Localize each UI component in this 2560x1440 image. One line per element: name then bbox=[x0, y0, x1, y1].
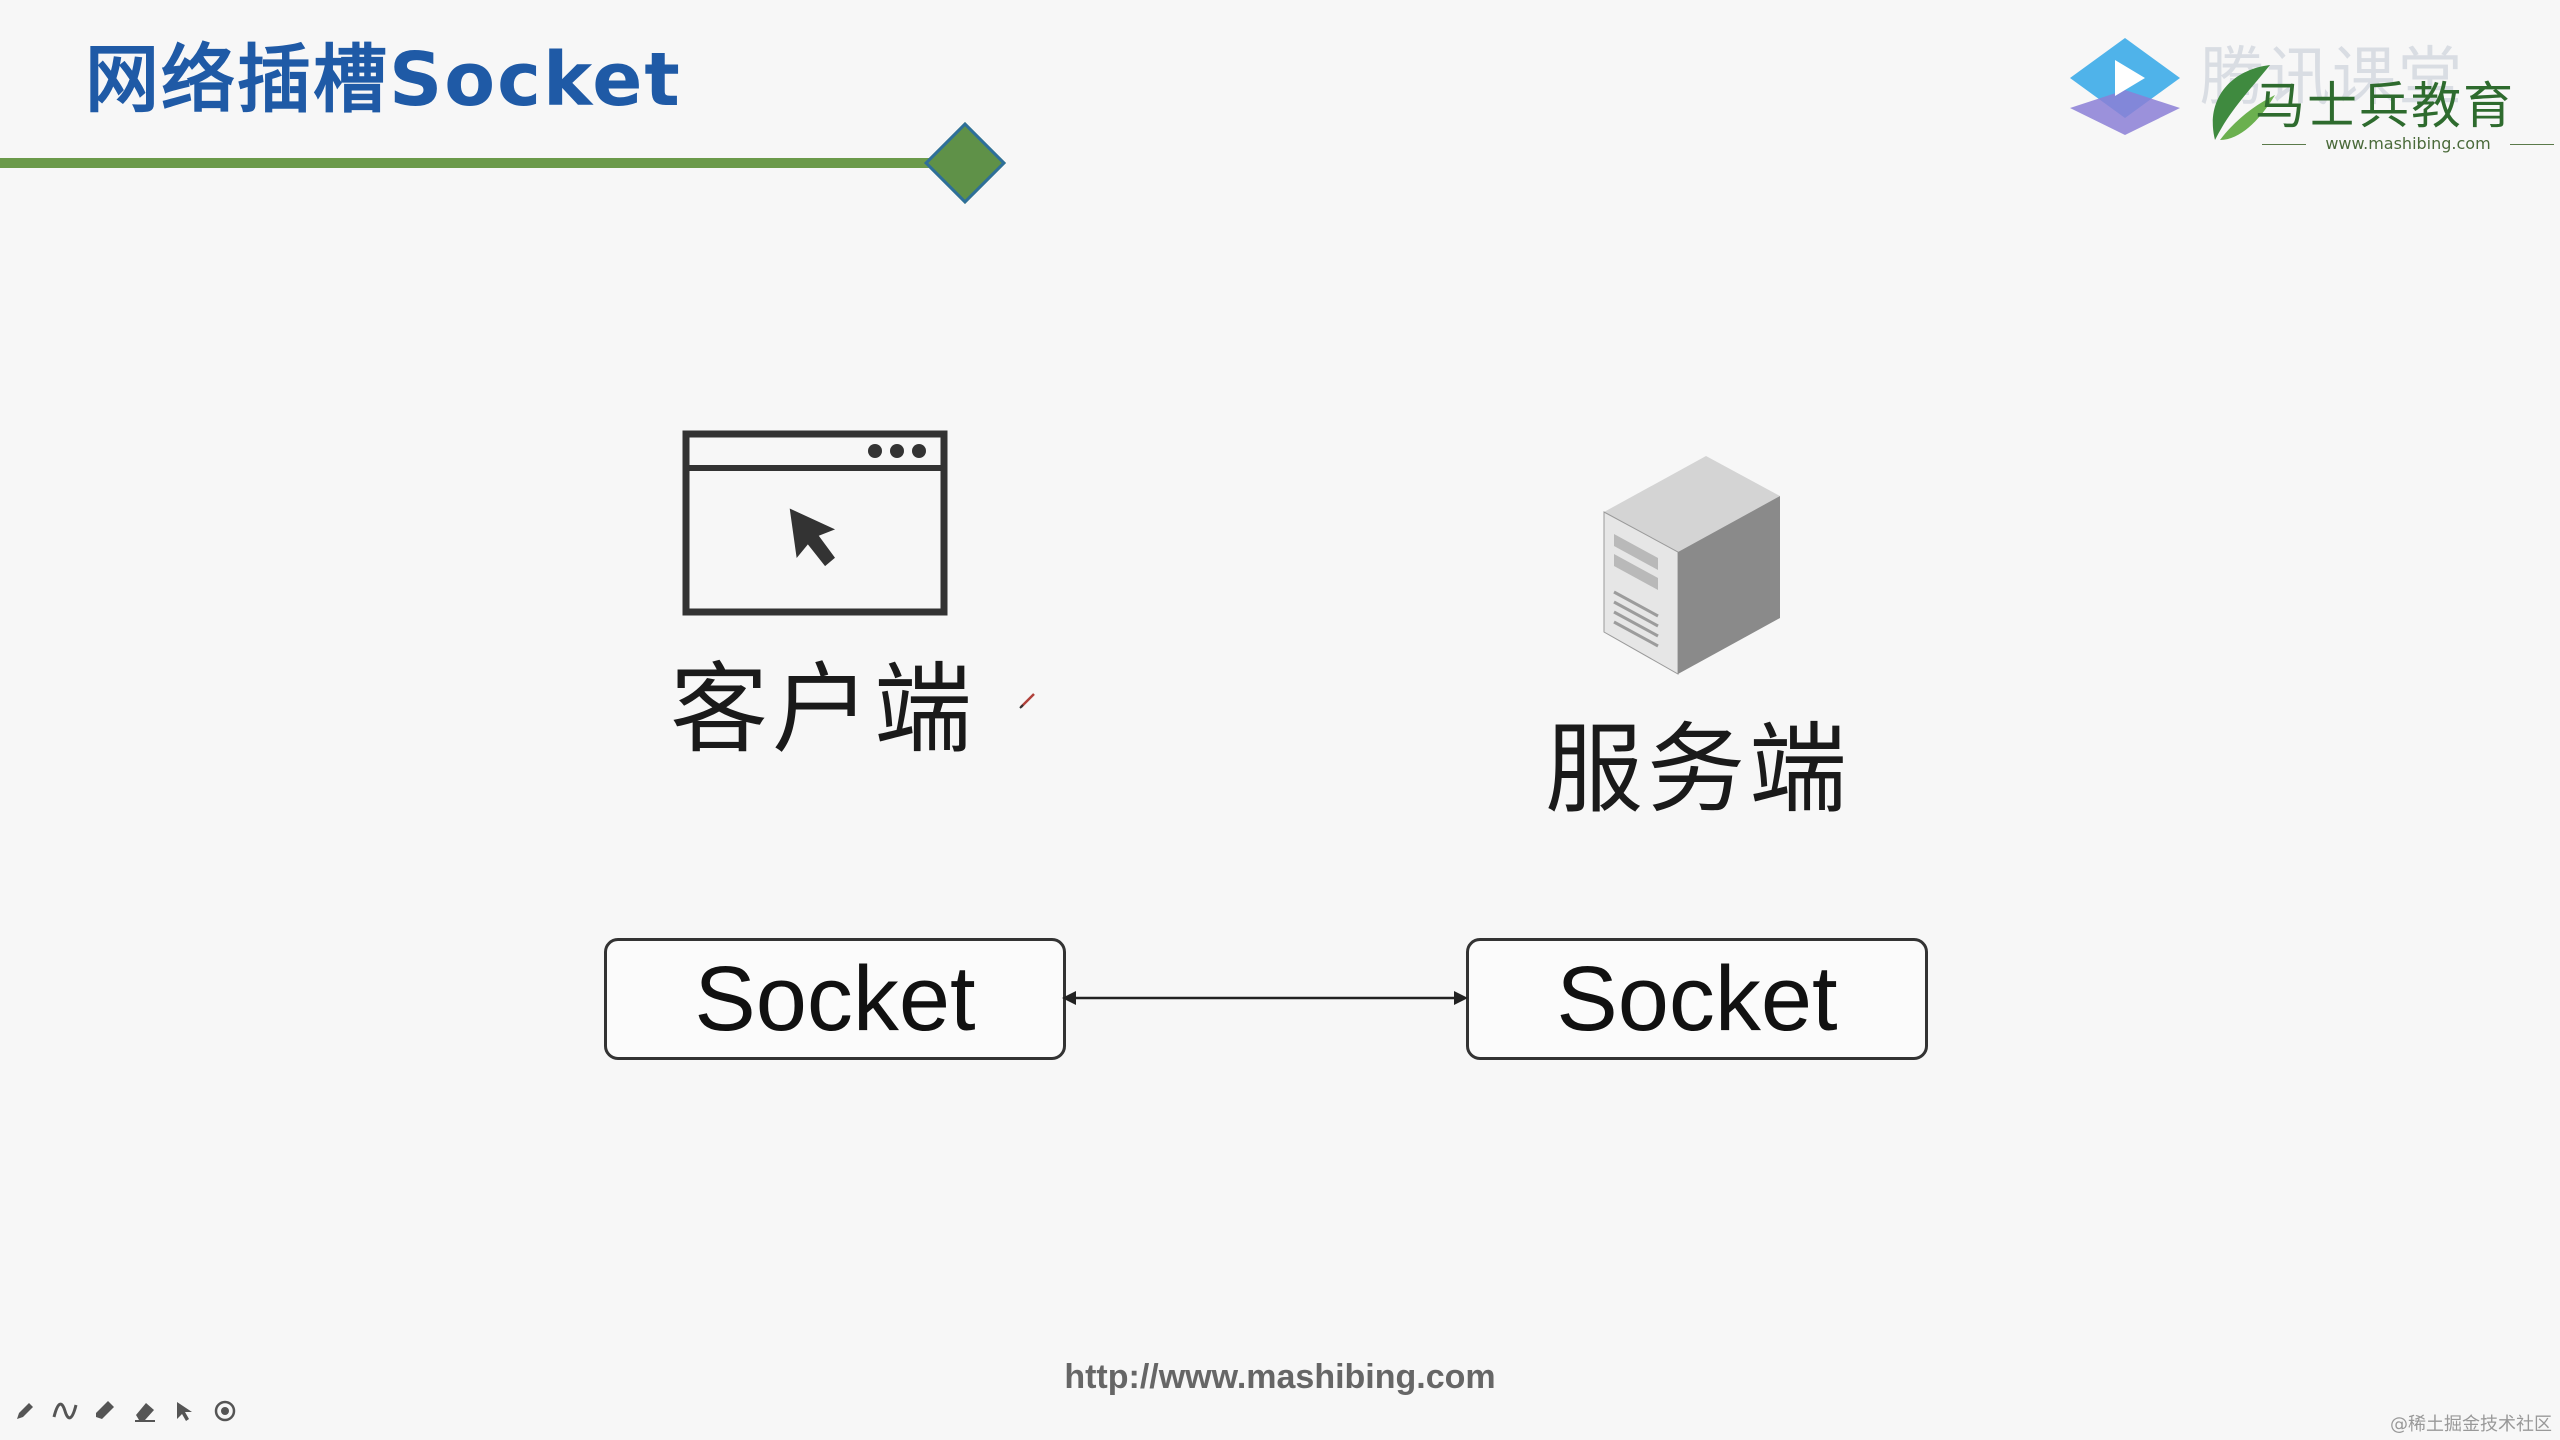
annotation-toolbar bbox=[12, 1398, 238, 1424]
pointer-icon[interactable] bbox=[172, 1398, 198, 1424]
client-socket-label: Socket bbox=[694, 947, 976, 1050]
curve-icon[interactable] bbox=[52, 1398, 78, 1424]
brand-logo: 腾讯课堂 马士兵教育 www.mashibing.com bbox=[2050, 20, 2554, 170]
pen-cursor-icon bbox=[1019, 693, 1035, 709]
record-icon[interactable] bbox=[212, 1398, 238, 1424]
title-diamond-marker bbox=[923, 121, 1007, 205]
server-label: 服务端 bbox=[1545, 713, 1852, 827]
brand-name: 马士兵教育 bbox=[2255, 77, 2515, 135]
leaf-logo-icon bbox=[2212, 65, 2275, 140]
browser-window-icon bbox=[682, 430, 948, 616]
client-socket-box: Socket bbox=[604, 938, 1066, 1060]
slide-title: 网络插槽Socket bbox=[85, 37, 682, 123]
pen-icon[interactable] bbox=[12, 1398, 38, 1424]
title-underline bbox=[0, 158, 950, 168]
brand-url: www.mashibing.com bbox=[2262, 134, 2554, 153]
footer-url: http://www.mashibing.com bbox=[1064, 1358, 1496, 1396]
server-socket-label: Socket bbox=[1556, 947, 1838, 1050]
highlighter-icon[interactable] bbox=[92, 1398, 118, 1424]
eraser-icon[interactable] bbox=[132, 1398, 158, 1424]
watermark: @稀土掘金技术社区 bbox=[2390, 1414, 2552, 1435]
client-label: 客户端 bbox=[670, 653, 977, 767]
server-socket-box: Socket bbox=[1466, 938, 1928, 1060]
bidirectional-arrow bbox=[1062, 991, 1468, 1005]
server-icon bbox=[1603, 456, 1780, 675]
play-logo-icon bbox=[2070, 38, 2180, 135]
